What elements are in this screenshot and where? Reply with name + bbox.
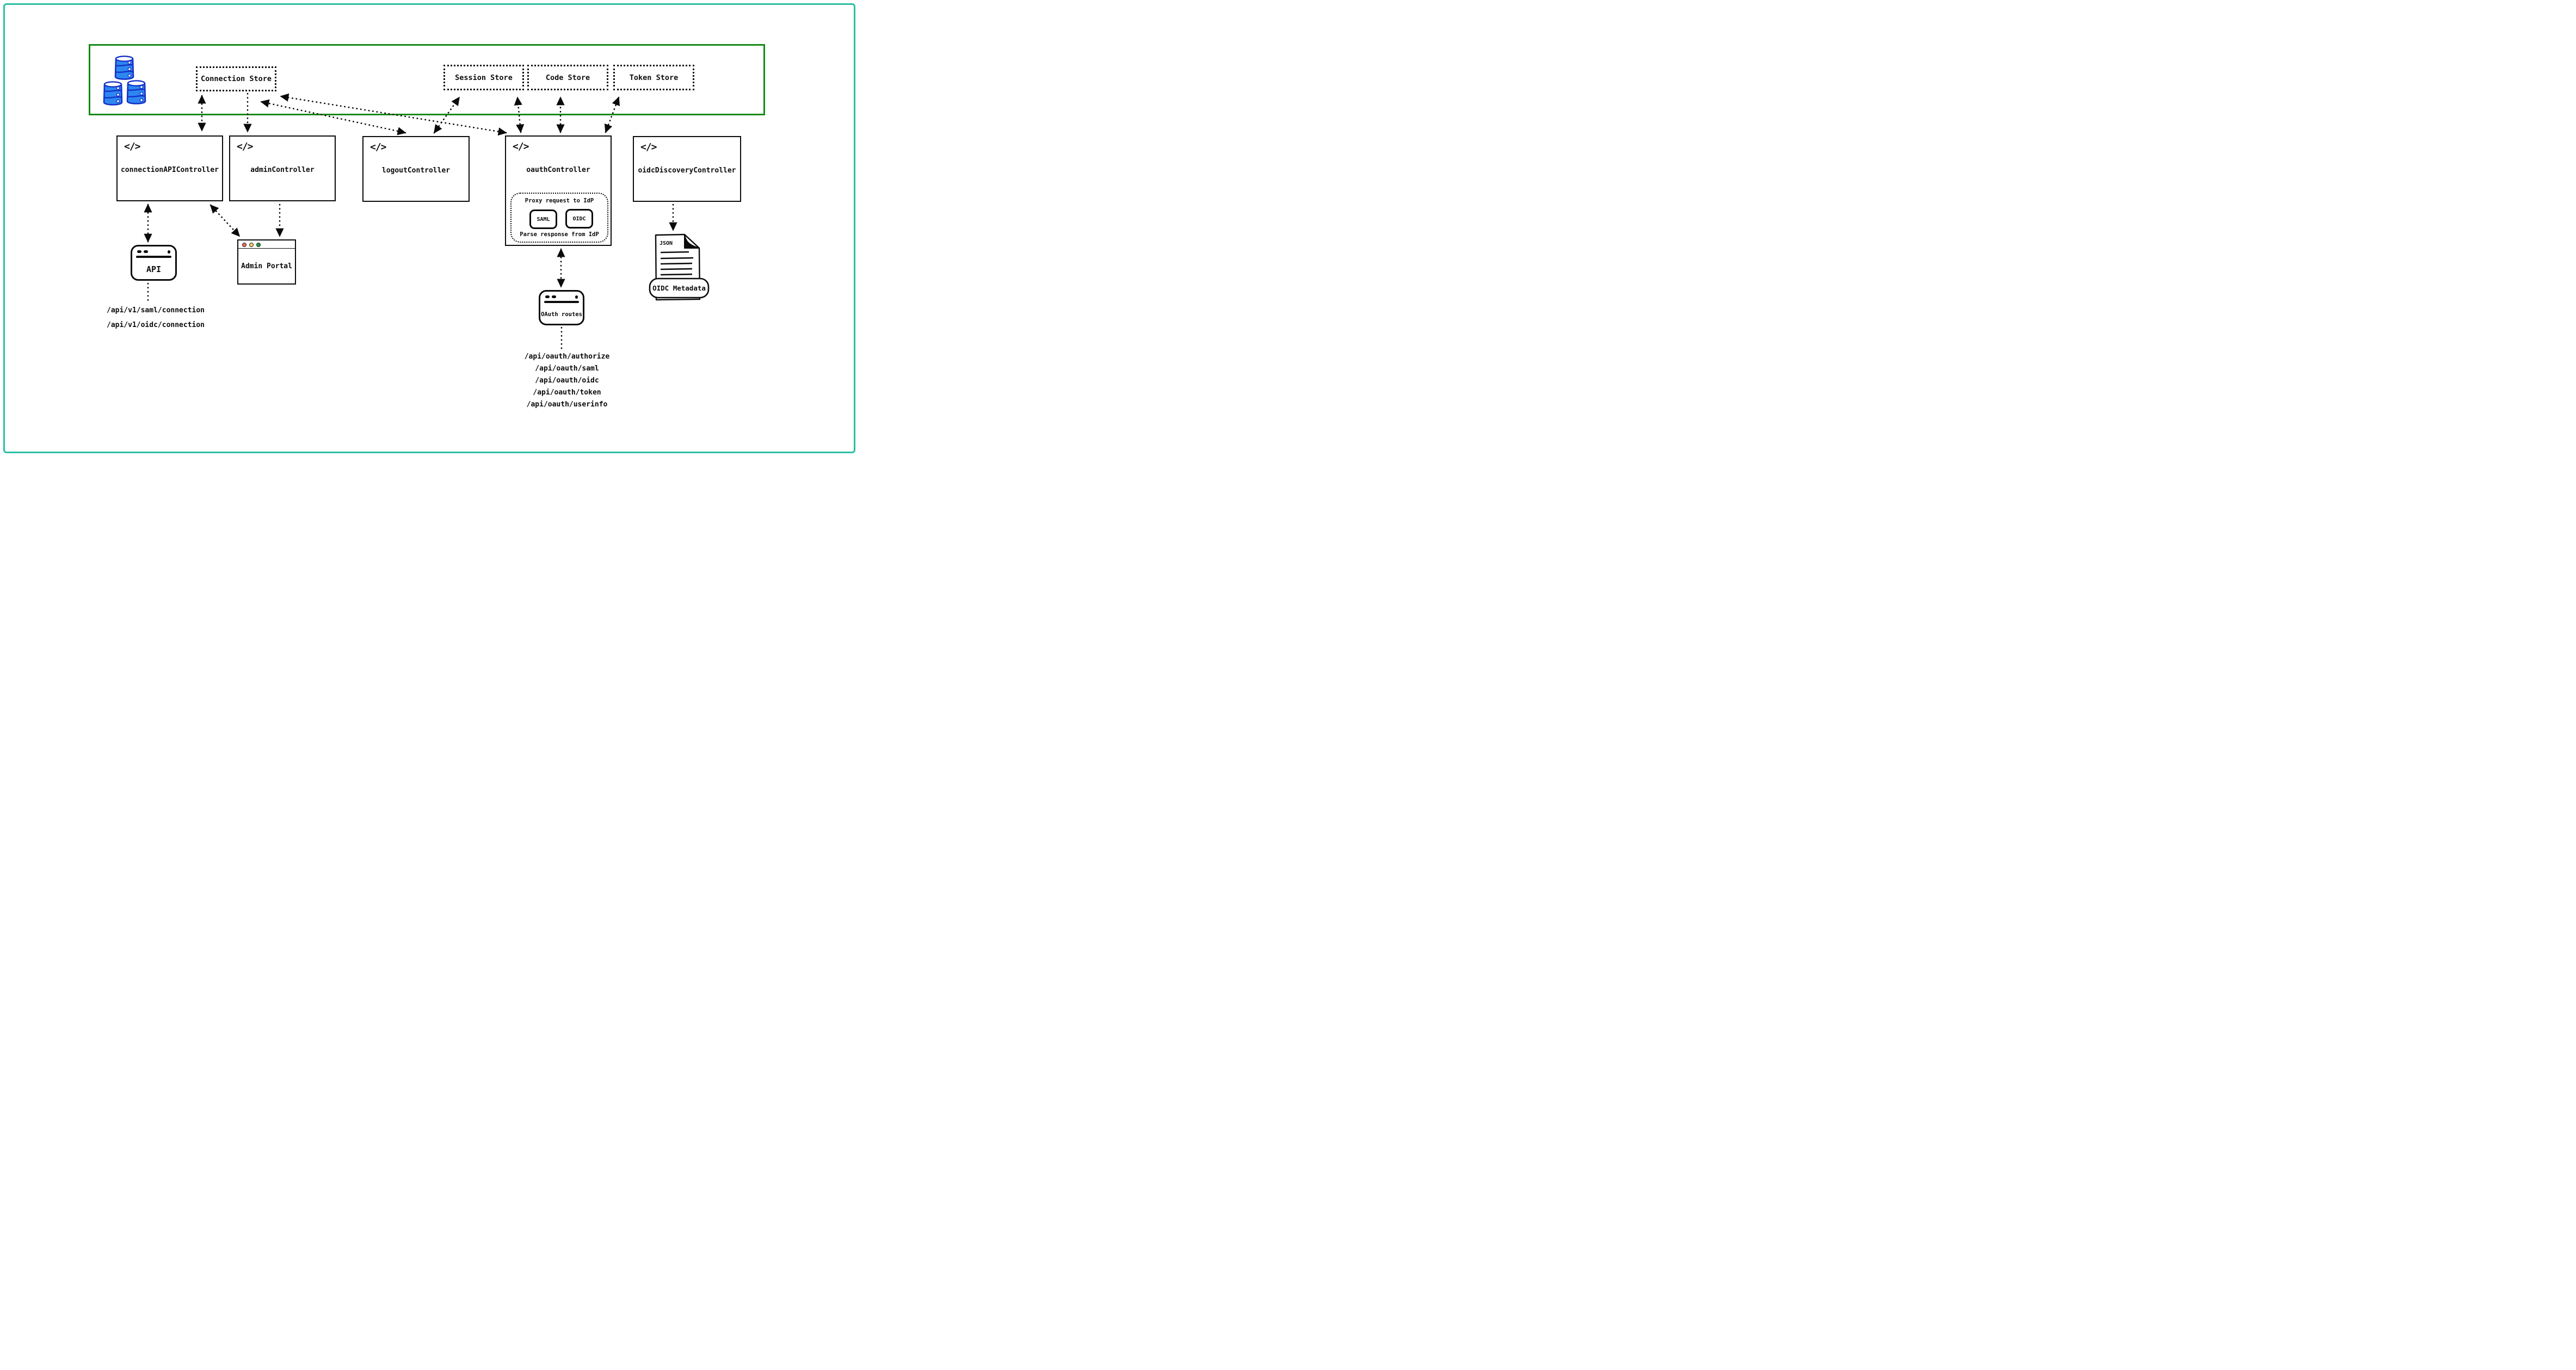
database-stack-icon [102,54,149,107]
traffic-light-red-icon [242,242,246,247]
diagram-canvas: Connection Store Session Store Code Stor… [0,0,859,456]
store-session-label: Session Store [455,73,513,82]
window-rule [544,301,579,303]
controller-logout: </> logoutController [362,136,470,202]
controller-oauth-label: oauthController [526,166,590,174]
route-oauth-userinfo: /api/oauth/userinfo [526,400,608,409]
route-saml-connection: /api/v1/saml/connection [106,306,205,314]
window-dot-icon [167,250,170,254]
admin-portal-label: Admin Portal [241,262,292,270]
window-rule [136,256,171,258]
outer-frame [3,3,855,453]
window-dot-icon [575,295,578,299]
store-token: Token Store [613,65,694,90]
doc-filetype-label: JSON [660,240,673,246]
api-window-icon: API [131,245,177,281]
window-dash-icon [545,295,550,298]
window-dash-icon [137,250,141,253]
oidc-label: OIDC [572,215,586,222]
controller-oidc-discovery: </> oidcDiscoveryController [633,136,741,202]
saml-protocol-box: SAML [529,209,557,229]
store-connection: Connection Store [196,66,276,91]
controller-admin: </> adminController [229,135,336,201]
code-icon: </> [124,141,140,152]
window-dash-icon [552,295,556,298]
oauth-routes-titlebar [540,295,583,299]
code-icon: </> [513,141,529,152]
route-oauth-authorize: /api/oauth/authorize [524,353,610,361]
store-session: Session Store [443,65,524,90]
store-connection-label: Connection Store [200,75,272,83]
window-dash-icon [144,250,148,253]
admin-portal-titlebar [238,240,295,249]
saml-label: SAML [537,216,550,223]
controller-logout-label: logoutController [381,166,451,175]
controller-oidc-discovery-label: oidcDiscoveryController [638,166,736,175]
controller-connection-api: </> connectionAPIController [116,135,223,201]
route-oauth-saml: /api/oauth/saml [535,365,599,373]
route-oauth-token: /api/oauth/token [533,388,601,397]
proxy-request-label: Proxy request to IdP [525,198,594,204]
oidc-protocol-box: OIDC [565,209,593,229]
store-code-label: Code Store [545,73,590,82]
admin-portal-window: Admin Portal [237,239,296,285]
idp-proxy-box: Proxy request to IdP SAML OIDC Parse res… [510,193,608,243]
controller-connection-api-label: connectionAPIController [120,166,219,174]
store-code: Code Store [527,65,608,90]
api-window-label: API [146,264,162,274]
doc-banner-label: OIDC Metadata [652,284,706,292]
oauth-routes-label: OAuth routes [541,311,582,318]
traffic-light-yellow-icon [249,242,254,247]
route-oidc-connection: /api/v1/oidc/connection [106,321,205,329]
parse-response-label: Parse response from IdP [520,231,599,238]
api-window-titlebar [132,250,175,254]
route-oauth-oidc: /api/oauth/oidc [535,377,599,385]
controller-oauth: </> oauthController Proxy request to IdP… [505,135,612,246]
controller-admin-label: adminController [250,166,315,174]
traffic-light-green-icon [256,242,261,247]
store-token-label: Token Store [629,73,679,82]
code-icon: </> [237,141,253,152]
oauth-routes-window-icon: OAuth routes [539,290,584,325]
code-icon: </> [370,141,386,153]
code-icon: </> [640,141,657,153]
oidc-metadata-document-icon: JSON OIDC Metadata [649,233,710,303]
